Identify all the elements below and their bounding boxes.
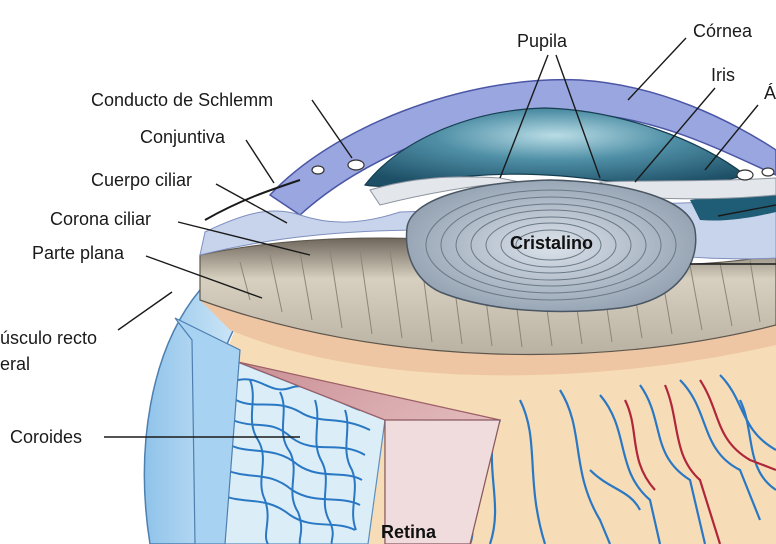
label-corona-ciliar: Corona ciliar: [50, 209, 151, 229]
label-camara-truncated: Á: [764, 83, 776, 103]
conjunctiva-layer: [204, 179, 301, 221]
leader-cornea: [627, 37, 687, 101]
leader-iris: [634, 87, 716, 183]
label-iris: Iris: [711, 65, 735, 85]
sclera-cut-band: [174, 317, 241, 544]
schlemm-canal-3: [736, 169, 754, 181]
leader-camara: [704, 104, 759, 171]
leader-musculo: [117, 291, 173, 331]
retinal-arteries: [624, 379, 776, 544]
label-musculo-line2: eral: [0, 354, 30, 374]
schlemm-canal-4: [761, 167, 775, 177]
leader-corona-ciliar: [177, 221, 311, 256]
label-parte-plana: Parte plana: [32, 243, 125, 263]
leader-pupila-left: [499, 54, 549, 179]
label-coroides: Coroides: [10, 427, 82, 447]
label-conjuntiva: Conjuntiva: [140, 127, 226, 147]
leader-cuerpo-ciliar: [215, 183, 288, 224]
leader-lines: [104, 37, 776, 438]
lens-body: [405, 179, 697, 313]
leader-conjuntiva: [245, 139, 275, 184]
label-cuerpo-ciliar: Cuerpo ciliar: [91, 170, 192, 190]
leader-parte-plana: [145, 255, 263, 299]
leader-schlemm: [311, 99, 353, 159]
label-cornea: Córnea: [693, 21, 753, 41]
schlemm-canal-2: [311, 165, 325, 175]
label-conducto-de-schlemm: Conducto de Schlemm: [91, 90, 273, 110]
label-retina: Retina: [381, 522, 437, 542]
label-musculo-line1: úsculo recto: [0, 328, 97, 348]
label-pupila: Pupila: [517, 31, 568, 51]
label-cristalino: Cristalino: [510, 233, 593, 253]
choroid-vessel-network: [221, 378, 371, 544]
ora-band: [200, 300, 776, 376]
schlemm-canal-1: [347, 159, 365, 171]
leader-right-1: [717, 204, 776, 217]
lens-rings: [425, 189, 677, 301]
leader-pupila-right: [555, 54, 601, 179]
retina-cut-edge: [384, 419, 501, 544]
